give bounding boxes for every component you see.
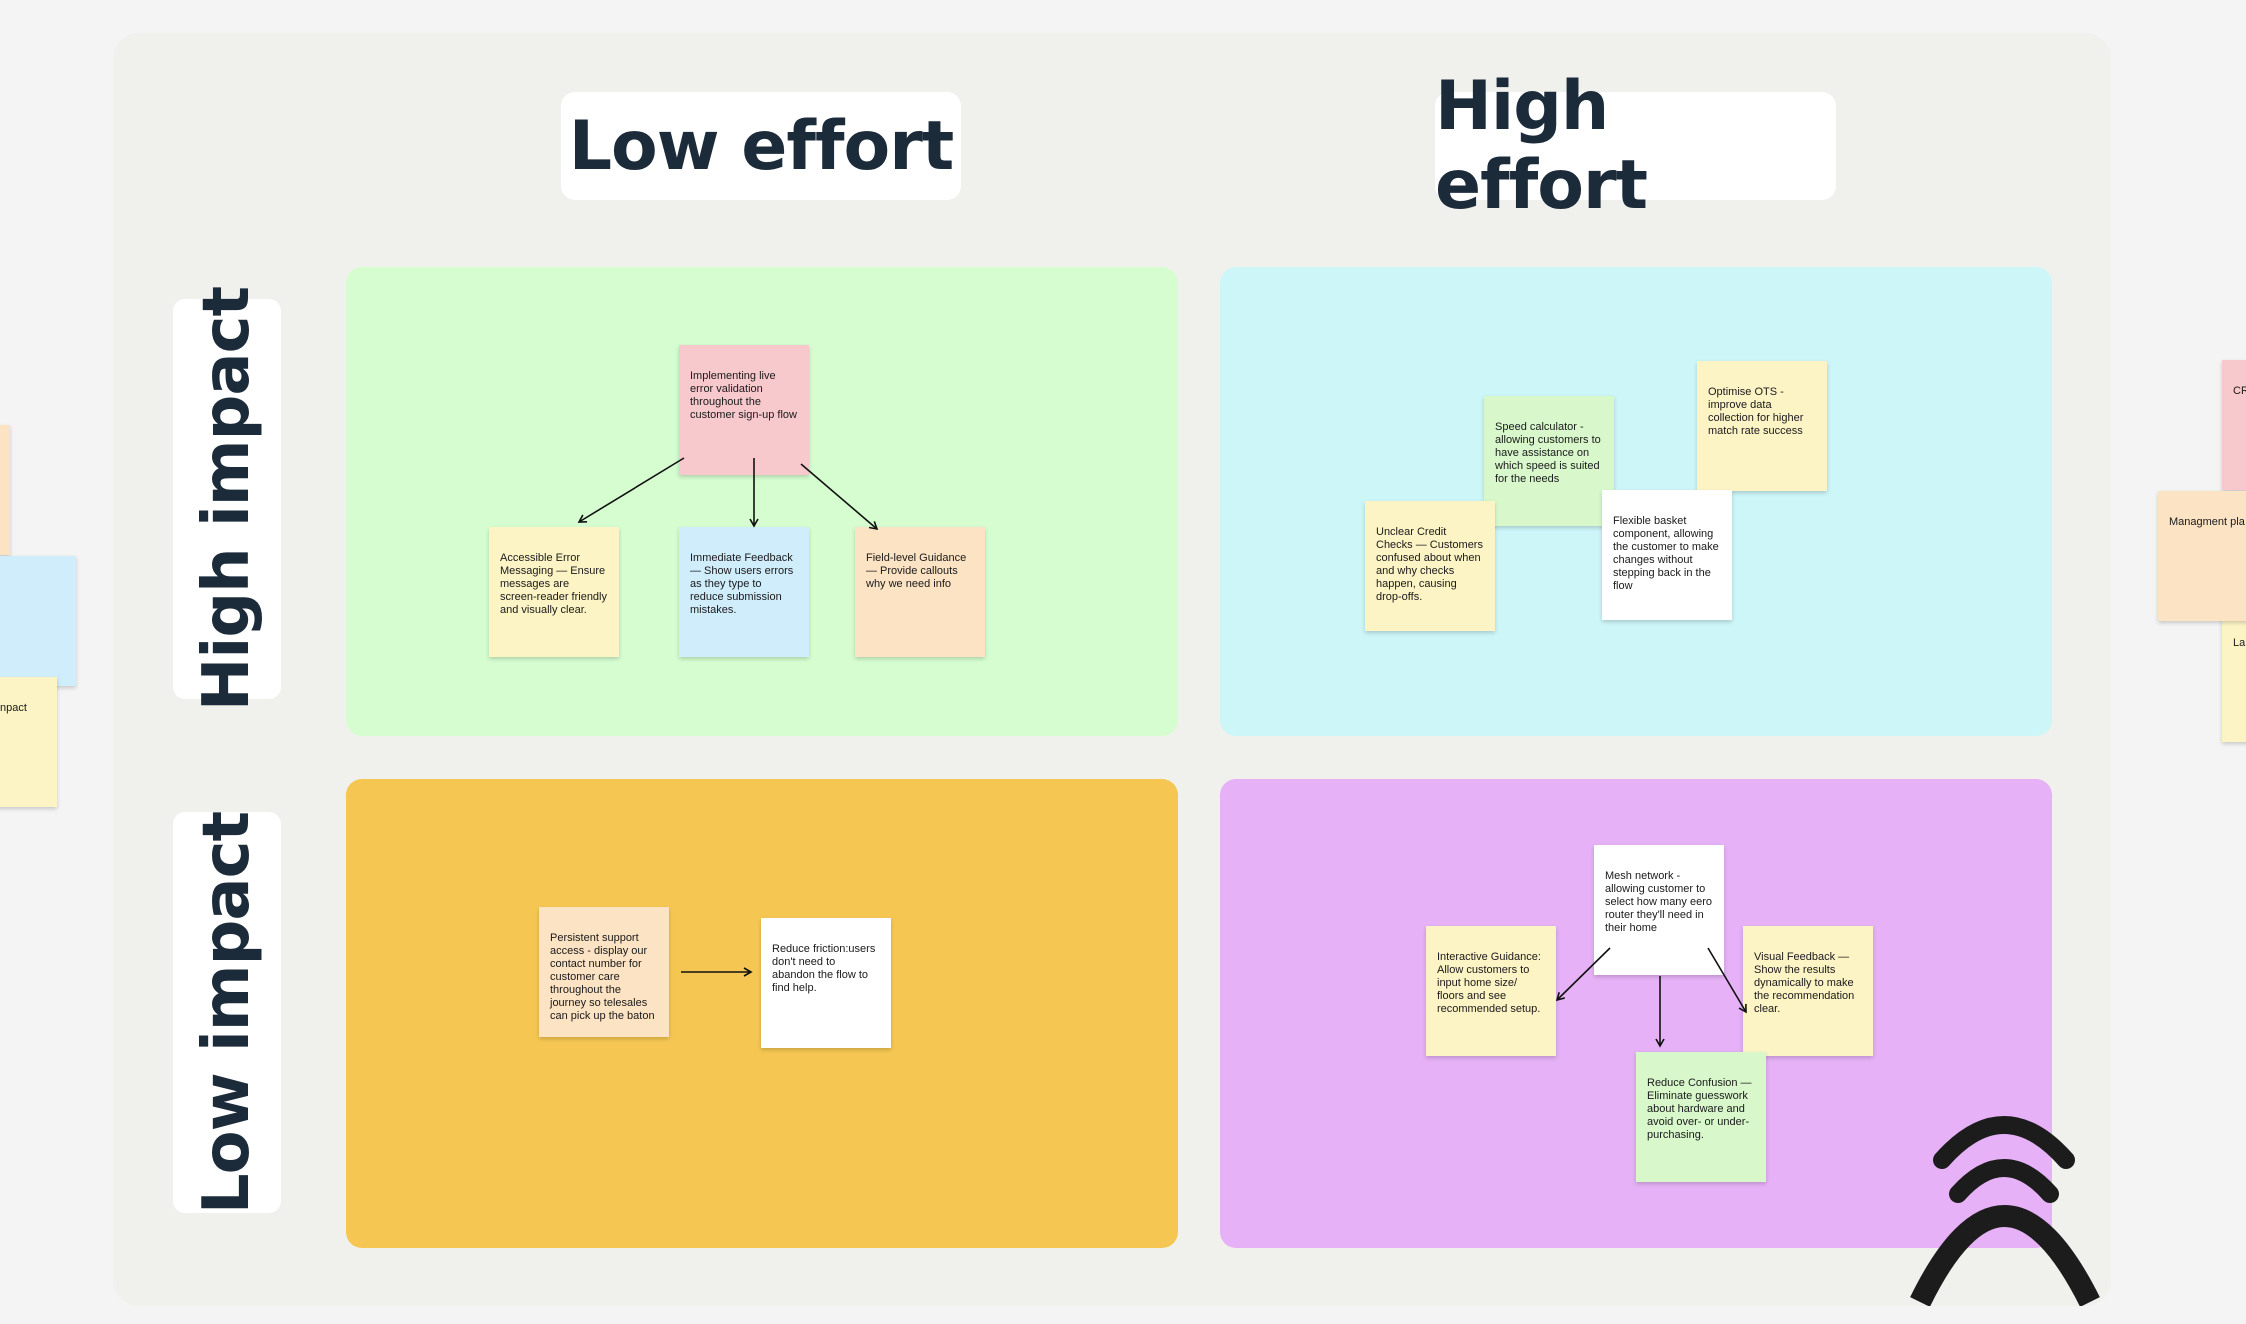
sticky-note-reduce-friction[interactable]: Reduce friction:users don't need to aban… <box>761 918 891 1048</box>
sticky-note-mesh-network[interactable]: Mesh network - allowing customer to sele… <box>1594 845 1724 975</box>
sticky-note-immediate-feedback[interactable]: Immediate Feedback — Show users errors a… <box>679 527 809 657</box>
sticky-note-live-validation[interactable]: Implementing live error validation throu… <box>679 345 809 475</box>
sticky-note-text: Mesh network - allowing customer to sele… <box>1605 870 1712 934</box>
sticky-note-text: Accessible Error Messaging — Ensure mess… <box>500 552 607 616</box>
sticky-note-offscreen[interactable]: La <box>2222 612 2246 742</box>
sticky-note-unclear-credit[interactable]: Unclear Credit Checks — Customers confus… <box>1365 501 1495 631</box>
sticky-note-offscreen[interactable] <box>0 556 76 686</box>
sticky-note-text: Reduce friction:users don't need to aban… <box>772 943 876 994</box>
column-header-label: Low effort <box>568 106 955 186</box>
sticky-note-text: Reduce Confusion — Eliminate guesswork a… <box>1647 1077 1752 1141</box>
sticky-note-text: La <box>2233 637 2246 649</box>
sticky-note-text: Speed calculator - allowing customers to… <box>1495 421 1601 485</box>
sticky-note-text: Field-level Guidance — Provide callouts … <box>866 552 967 590</box>
sticky-note-offscreen[interactable]: Managment pla <box>2158 491 2246 621</box>
sticky-note-text: Persistent support access - display our … <box>550 932 655 1022</box>
sticky-note-offscreen[interactable]: CR <box>2222 360 2246 490</box>
sticky-note-text: CR <box>2233 385 2246 397</box>
row-label-text: High impact <box>190 286 264 712</box>
sticky-note-flexible-basket[interactable]: Flexible basket component, allowing the … <box>1602 490 1732 620</box>
sticky-note-optimise-ots[interactable]: Optimise OTS - improve data collection f… <box>1697 361 1827 491</box>
row-label-high-impact[interactable]: High impact <box>173 287 281 711</box>
sticky-note-reduce-confusion[interactable]: Reduce Confusion — Eliminate guesswork a… <box>1636 1052 1766 1182</box>
sticky-note-visual-feedback[interactable]: Visual Feedback — Show the results dynam… <box>1743 926 1873 1056</box>
sticky-note-accessible-error[interactable]: Accessible Error Messaging — Ensure mess… <box>489 527 619 657</box>
sticky-note-text: Immediate Feedback — Show users errors a… <box>690 552 794 616</box>
sticky-note-text: Implementing live error validation throu… <box>690 370 797 421</box>
column-header-label: High effort <box>1435 67 1648 225</box>
sticky-note-text: Unclear Credit Checks — Customers confus… <box>1376 526 1483 603</box>
sticky-note-speed-calculator[interactable]: Speed calculator - allowing customers to… <box>1484 396 1614 526</box>
row-label-text: Low impact <box>190 811 264 1214</box>
sticky-note-text: npact <box>0 702 27 714</box>
row-label-low-impact[interactable]: Low impact <box>173 811 281 1214</box>
sticky-note-text: Visual Feedback — Show the results dynam… <box>1754 951 1855 1015</box>
sticky-note-text: Flexible basket component, allowing the … <box>1613 515 1719 592</box>
sticky-note-field-guidance[interactable]: Field-level Guidance — Provide callouts … <box>855 527 985 657</box>
sticky-note-text: Managment pla <box>2169 516 2245 528</box>
column-header-low-effort[interactable]: Low effort <box>561 92 961 200</box>
quadrant-high-impact-low-effort[interactable] <box>346 267 1178 736</box>
sticky-note-text: Optimise OTS - improve data collection f… <box>1708 386 1804 437</box>
sticky-note-offscreen[interactable]: npact <box>0 677 57 807</box>
sticky-note-persistent-support[interactable]: Persistent support access - display our … <box>539 907 669 1037</box>
sticky-note-text: Interactive Guidance: Allow customers to… <box>1437 951 1541 1015</box>
sticky-note-interactive-guidance[interactable]: Interactive Guidance: Allow customers to… <box>1426 926 1556 1056</box>
column-header-high-effort[interactable]: High effort <box>1435 67 1836 225</box>
brand-logo-icon <box>1910 1116 2100 1306</box>
sticky-note-offscreen[interactable] <box>0 425 10 555</box>
